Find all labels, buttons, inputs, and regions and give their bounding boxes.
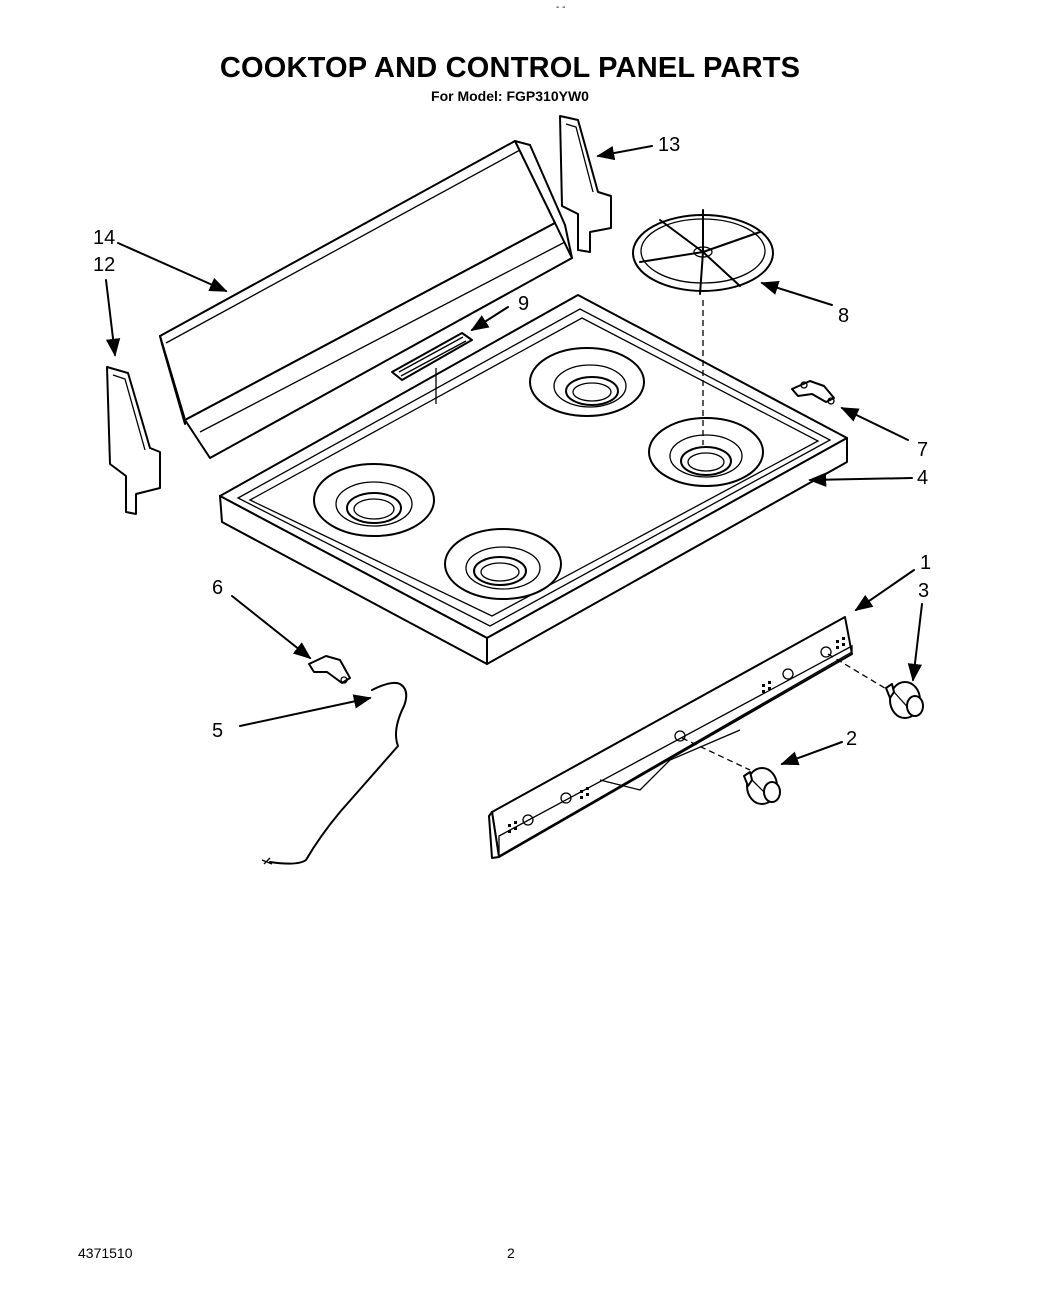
page-number: 2 xyxy=(507,1245,515,1261)
burner-rear-left xyxy=(529,347,645,417)
burner-grate xyxy=(632,209,774,445)
top-mark: - - xyxy=(556,2,566,13)
callout-labels: 14 12 13 9 8 7 4 1 3 2 6 5 xyxy=(93,134,931,750)
document-number: 4371510 xyxy=(78,1245,133,1261)
callout-8: 8 xyxy=(838,305,849,327)
callout-1: 1 xyxy=(920,552,931,574)
callout-3: 3 xyxy=(918,580,929,602)
callout-2: 2 xyxy=(846,728,857,750)
control-panel xyxy=(488,616,889,859)
control-knob-3 xyxy=(885,681,924,719)
backguard-panel xyxy=(159,140,573,459)
burner-front-right xyxy=(444,528,562,600)
leader-lines xyxy=(105,145,923,766)
vent-plate xyxy=(391,332,473,404)
burner-rear-right xyxy=(648,417,764,487)
control-knob-2 xyxy=(743,767,781,805)
cooktop xyxy=(219,294,848,665)
callout-5: 5 xyxy=(212,720,223,742)
right-side-trim xyxy=(559,115,612,253)
burner-bracket xyxy=(791,380,835,405)
callout-6: 6 xyxy=(212,577,223,599)
page-title: COOKTOP AND CONTROL PANEL PARTS xyxy=(219,52,801,84)
callout-9: 9 xyxy=(518,293,529,315)
ignition-wire xyxy=(261,681,408,865)
callout-7: 7 xyxy=(917,439,928,461)
left-side-trim xyxy=(106,366,161,515)
callout-12: 12 xyxy=(93,254,115,276)
model-subtitle: For Model: FGP310YW0 xyxy=(431,88,589,104)
cooktop-clip xyxy=(308,655,351,684)
callout-14: 14 xyxy=(93,227,115,249)
callout-4: 4 xyxy=(917,467,928,489)
callout-13: 13 xyxy=(658,134,680,156)
burner-front-left xyxy=(313,463,435,537)
